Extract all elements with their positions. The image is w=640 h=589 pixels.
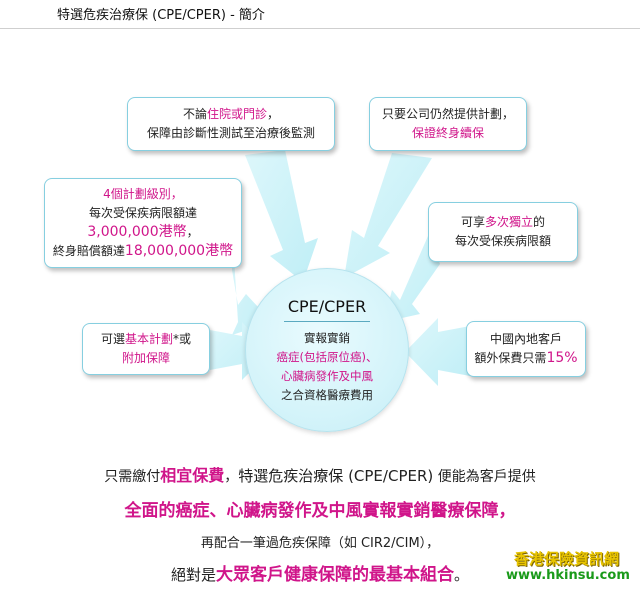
feature-highlight: 3,000,000港幣 — [87, 224, 187, 240]
center-divider — [284, 321, 370, 322]
feature-text: *或 — [173, 332, 192, 346]
center-highlight: 心臟病發作及中風 — [281, 369, 373, 383]
center-highlight: 癌症(包括原位癌)、 — [276, 350, 378, 364]
center-line: 之合資格醫療費用 — [281, 388, 373, 402]
feature-line: 不論住院或門診， — [183, 105, 279, 124]
feature-line: 3,000,000港幣， — [87, 223, 198, 242]
feature-line: 保障由診斷性測試至治療後監測 — [146, 126, 315, 140]
feature-box-coverage-scope: 不論住院或門診， 保障由診斷性測試至治療後監測 — [127, 97, 335, 151]
summary-highlight: 相宜保費 — [160, 466, 225, 485]
feature-line: 每次受保疾病限額達 — [88, 206, 197, 220]
center-circle: CPE/CPER 實報實銷 癌症(包括原位癌)、 心臟病發作及中風 之合資格醫療… — [245, 268, 409, 432]
page-title: 特選危疾治療保 (CPE/CPER) - 簡介 — [57, 8, 265, 23]
summary-text: ， — [224, 469, 239, 485]
center-line: 實報實銷 — [304, 331, 350, 345]
summary-line-1: 只需繳付相宜保費，特選危疾治療保 (CPE/CPER) 便能為客戶提供 — [0, 462, 640, 486]
feature-line: 只要公司仍然提供計劃， — [381, 107, 514, 121]
arrow-right-upper — [384, 236, 440, 322]
summary-line-2: 全面的癌症、心臟病發作及中風實報實銷醫療保障， — [124, 501, 516, 521]
feature-highlight: 4個計劃級別， — [103, 187, 183, 201]
feature-text: 終身賠償額達 — [52, 244, 125, 258]
feature-box-plan-levels: 4個計劃級別， 每次受保疾病限額達 3,000,000港幣， 終身賠償額達18,… — [44, 178, 242, 268]
arrow-left-upper — [232, 225, 272, 335]
feature-text: 額外保費只需 — [474, 351, 547, 365]
feature-text: 不論 — [182, 107, 207, 121]
summary-line-3: 再配合一筆過危疾保障（如 CIR2/CIM）， — [200, 536, 440, 551]
feature-text: 的 — [533, 215, 546, 229]
feature-box-plan-options: 可選基本計劃*或 附加保障 — [82, 323, 210, 375]
feature-highlight: 多次獨立 — [484, 215, 533, 229]
feature-line: 中國內地客戶 — [489, 332, 562, 346]
arrow-top-right — [344, 153, 432, 278]
summary-text: 。 — [454, 566, 470, 584]
feature-highlight: 15% — [546, 350, 578, 366]
feature-text: ， — [267, 107, 280, 121]
watermark-url: www.hkinsu.com — [506, 568, 630, 583]
feature-line: 可選基本計劃*或 — [101, 330, 191, 349]
summary-text: 只需繳付 — [104, 469, 161, 485]
feature-text: 可選 — [100, 332, 125, 346]
summary-text: 絕對是 — [170, 566, 216, 584]
center-title: CPE/CPER — [287, 297, 367, 316]
watermark-logo-text: 香港保險資訊網 — [514, 550, 620, 568]
feature-highlight: 18,000,000港幣 — [124, 243, 234, 259]
feature-highlight: 住院或門診 — [206, 107, 267, 121]
feature-line: 可享多次獨立的 — [461, 213, 545, 232]
summary-highlight: 大眾客戶健康保障的最基本組合 — [216, 565, 454, 585]
feature-highlight: 基本計劃 — [124, 332, 173, 346]
summary-product-name: 特選危疾治療保 (CPE/CPER) — [238, 467, 434, 485]
summary-line-4: 絕對是大眾客戶健康保障的最基本組合。 — [0, 560, 640, 585]
feature-highlight: 保證終身續保 — [411, 126, 484, 140]
feature-text: 可享 — [460, 215, 485, 229]
feature-line: 每次受保疾病限額 — [454, 234, 551, 248]
center-body: 實報實銷 癌症(包括原位癌)、 心臟病發作及中風 之合資格醫療費用 — [246, 329, 408, 405]
arrow-top-center — [245, 150, 318, 282]
feature-line: 額外保費只需15% — [474, 349, 577, 368]
feature-line: 終身賠償額達18,000,000港幣 — [53, 242, 233, 261]
feature-text: ， — [186, 225, 199, 239]
title-divider — [0, 28, 640, 29]
summary-text: 便能為客戶提供 — [433, 469, 536, 485]
feature-highlight: 附加保障 — [121, 351, 170, 365]
feature-box-mainland-premium: 中國內地客戶 額外保費只需15% — [466, 321, 586, 377]
feature-box-renewal: 只要公司仍然提供計劃， 保證終身續保 — [369, 97, 527, 151]
arrow-right-lower — [405, 318, 470, 386]
feature-box-independent-limits: 可享多次獨立的 每次受保疾病限額 — [428, 202, 578, 262]
